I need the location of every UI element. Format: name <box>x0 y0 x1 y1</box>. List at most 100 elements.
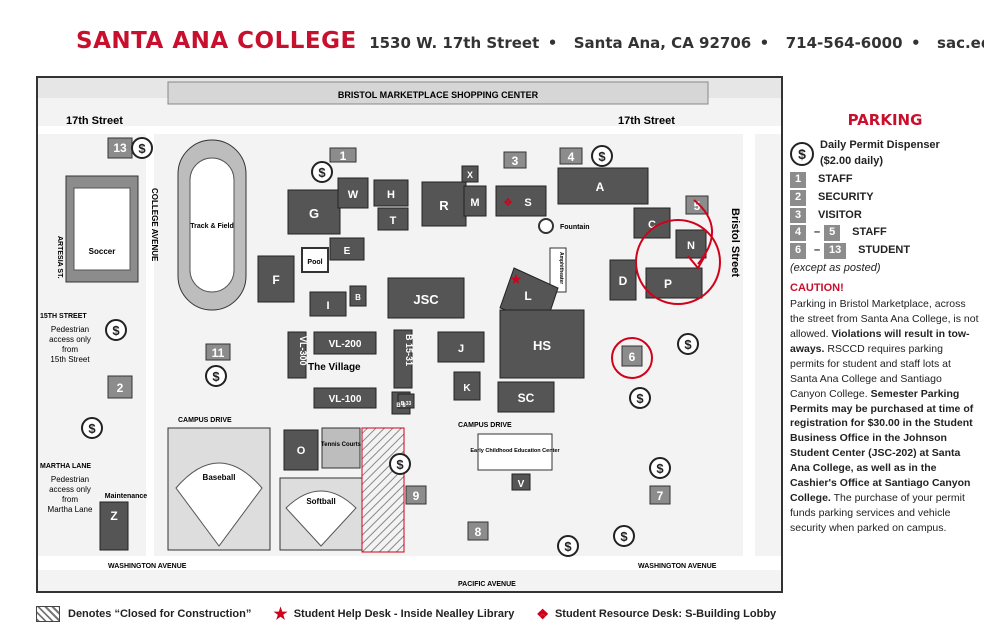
building-vl300 <box>287 331 307 379</box>
dispenser-icon <box>629 387 651 409</box>
tennis-label: Tennis Courts <box>321 442 362 448</box>
building-b33 <box>397 393 415 409</box>
tennis-courts <box>321 427 361 469</box>
separator: • <box>547 34 558 52</box>
star-icon: ★ <box>273 606 288 623</box>
dispenser-icon <box>591 145 613 167</box>
dispenser-icon <box>677 333 699 355</box>
bristol-street-label: Bristol Street <box>729 208 741 277</box>
svg-text:$: $ <box>112 323 120 338</box>
svg-text:B: B <box>355 293 361 302</box>
building-j <box>437 331 485 363</box>
fountain-icon <box>538 218 554 234</box>
svg-text:8: 8 <box>475 525 482 539</box>
lot-1 <box>329 147 357 163</box>
ece-center <box>477 433 553 471</box>
building-sc <box>497 381 555 413</box>
svg-text:3: 3 <box>512 154 519 168</box>
softball-label: Softball <box>306 497 335 506</box>
dispenser-icon <box>649 457 671 479</box>
ped-martha-note: Pedestrian access only from Martha Lane <box>48 475 93 514</box>
building-b1531 <box>393 329 413 389</box>
dispenser-symbols: $ $ $ $ $ $ $ $ $ $ $ $ <box>88 141 692 554</box>
pool-label: Pool <box>307 259 322 266</box>
svg-text:VL-300: VL-300 <box>298 336 308 366</box>
lot-labels: 1 2 3 4 5 6 7 8 9 11 13 <box>113 141 700 539</box>
svg-text:W: W <box>348 189 359 201</box>
footer-legend: Denotes “Closed for Construction” ★ Stud… <box>36 604 776 624</box>
caution-title: CAUTION! <box>790 282 844 295</box>
svg-text:D: D <box>619 274 628 288</box>
svg-text:B 33: B 33 <box>401 401 412 407</box>
svg-text:R: R <box>439 198 449 213</box>
svg-text:SC: SC <box>518 391 535 405</box>
campus-map[interactable]: BRISTOL MARKETPLACE SHOPPING CENTER 17th… <box>36 76 783 593</box>
svg-text:A: A <box>596 180 605 194</box>
svg-text:2: 2 <box>117 381 124 395</box>
pacific-avenue: PACIFIC AVENUE <box>458 581 516 588</box>
svg-text:Z: Z <box>110 509 117 523</box>
diamond-icon: ❖ <box>536 605 549 622</box>
svg-text:$: $ <box>684 337 692 352</box>
svg-text:F: F <box>272 273 279 287</box>
building-d <box>609 259 637 301</box>
permit-dispensers <box>81 137 699 557</box>
parking-legend: PARKING $ Daily Permit Dispenser ($2.00 … <box>790 110 980 536</box>
building-r <box>421 181 467 227</box>
svg-text:G: G <box>309 206 319 221</box>
svg-text:1: 1 <box>340 149 347 163</box>
building-m <box>463 185 487 217</box>
lot-9 <box>405 485 427 505</box>
building-vl100 <box>313 387 377 409</box>
svg-text:from: from <box>62 495 78 504</box>
svg-text:11: 11 <box>212 346 225 360</box>
dispenser-price: ($2.00 daily) <box>820 154 883 167</box>
soccer-label: Soccer <box>89 247 116 256</box>
building-g <box>287 189 341 235</box>
annotation-circle-6 <box>611 337 653 379</box>
ece-label: Early Childhood Education Center <box>470 448 560 454</box>
svg-text:J: J <box>458 343 464 355</box>
svg-text:$: $ <box>396 457 404 472</box>
dispenser-icon <box>131 137 153 159</box>
svg-text:N: N <box>687 240 695 252</box>
separator: • <box>911 34 921 52</box>
svg-text:4: 4 <box>568 150 575 164</box>
svg-text:$: $ <box>318 165 326 180</box>
svg-text:S: S <box>524 197 531 209</box>
dollar-icon: $ <box>790 141 814 166</box>
svg-text:HS: HS <box>533 338 551 353</box>
building-vl200 <box>313 331 377 355</box>
building-t <box>377 207 409 231</box>
svg-text:T: T <box>390 215 397 227</box>
svg-text:$: $ <box>636 391 644 406</box>
legend-dispenser: $ Daily Permit Dispenser ($2.00 daily) <box>790 138 980 170</box>
svg-text:X: X <box>467 170 473 180</box>
dispenser-icon <box>205 365 227 387</box>
building-s <box>495 185 547 217</box>
construction-label: Denotes “Closed for Construction” <box>68 608 252 620</box>
city: Santa Ana, CA 92706 <box>573 34 752 52</box>
svg-text:P: P <box>664 277 672 291</box>
building-p <box>645 267 703 299</box>
building-hs <box>499 309 585 379</box>
lot-12 <box>107 375 133 399</box>
street-17th-left: 17th Street <box>66 115 123 127</box>
15th-street: 15TH STREET <box>40 313 87 320</box>
svg-text:C: C <box>648 219 656 231</box>
svg-text:$: $ <box>88 421 96 436</box>
washington-left: WASHINGTON AVENUE <box>108 563 187 570</box>
svg-text:$: $ <box>564 539 572 554</box>
amphitheater-label: Amphitheater <box>558 252 564 284</box>
building-o <box>283 429 319 471</box>
pool <box>301 247 329 273</box>
lot-3 <box>503 151 527 169</box>
svg-text:VL-200: VL-200 <box>329 339 362 350</box>
building-i <box>309 291 347 317</box>
dispenser-icon <box>81 417 103 439</box>
svg-text:13: 13 <box>113 141 127 155</box>
svg-text:6: 6 <box>629 350 636 364</box>
washington-right: WASHINGTON AVENUE <box>638 563 717 570</box>
